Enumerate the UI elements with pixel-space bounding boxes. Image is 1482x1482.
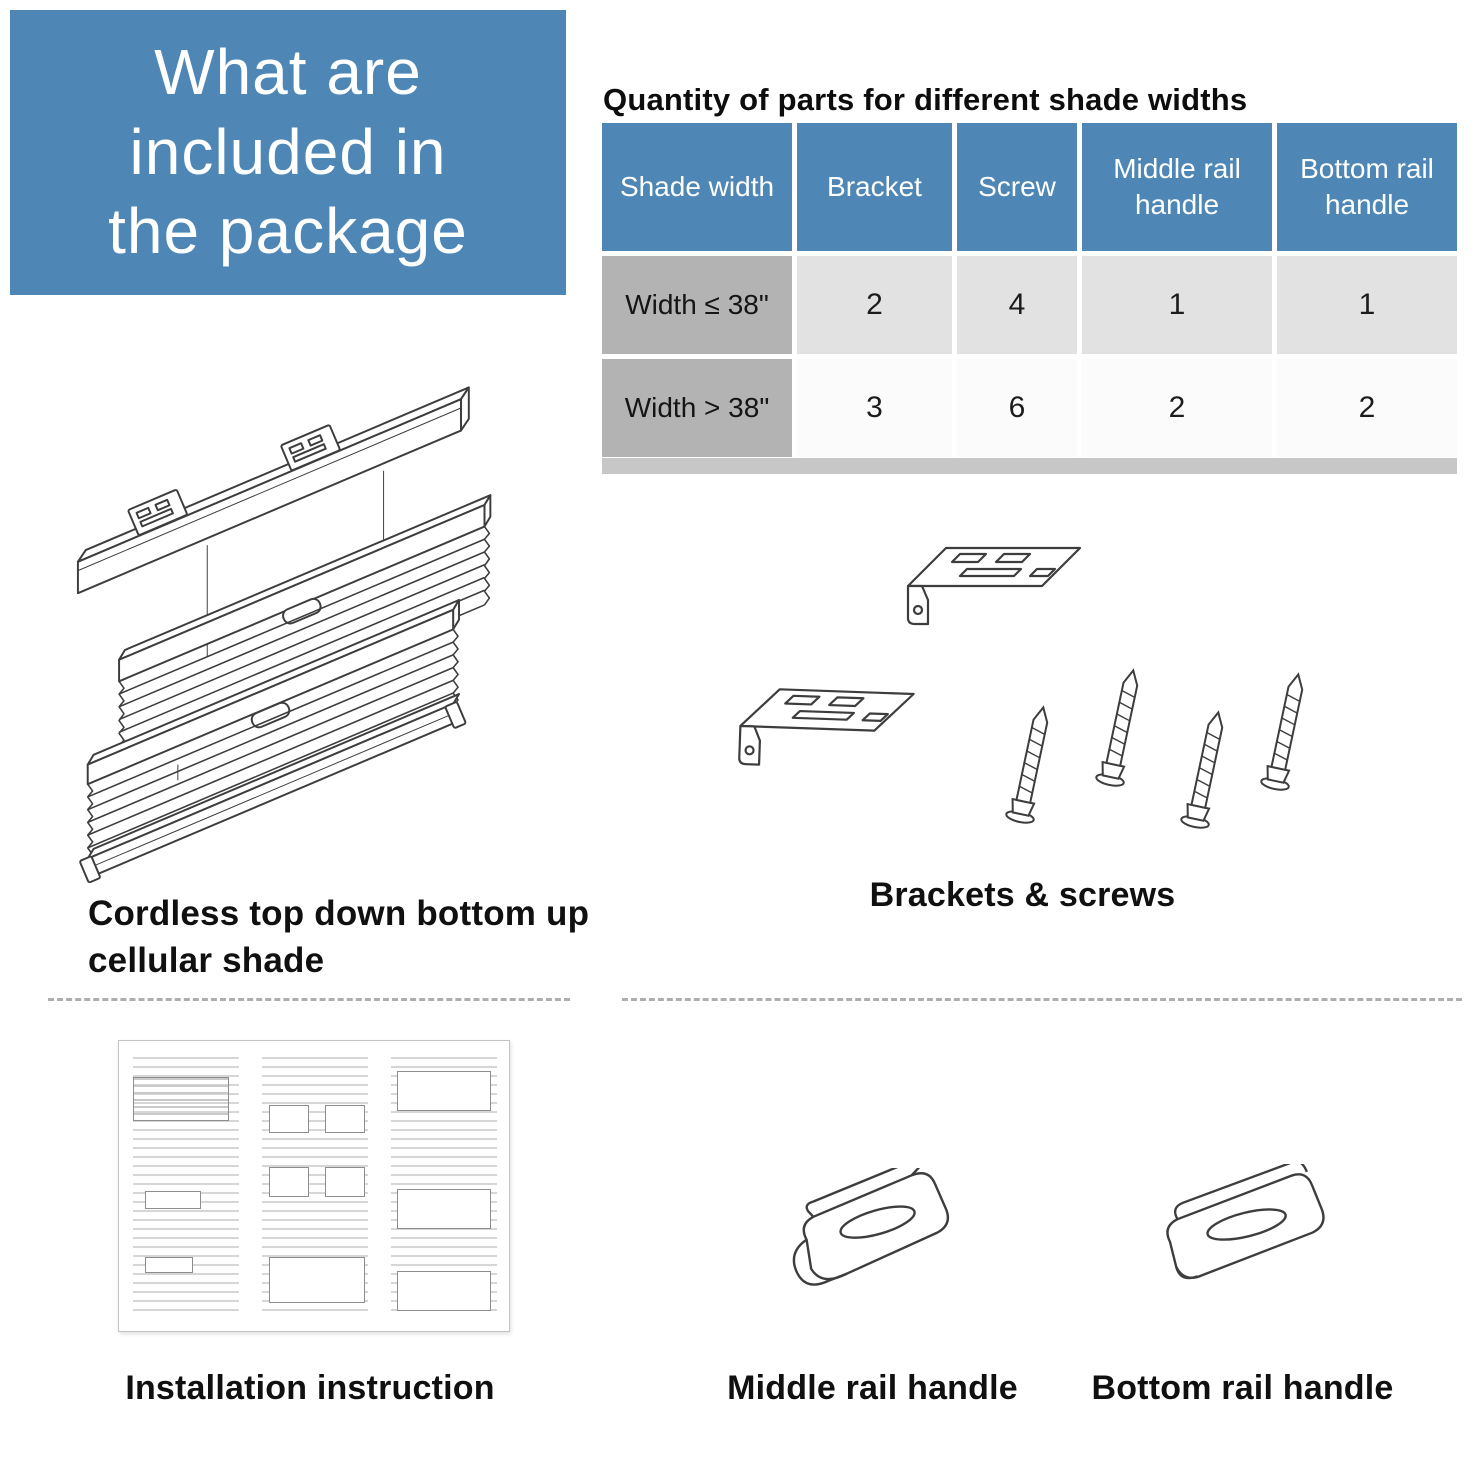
cell-value: 2 <box>797 256 952 354</box>
bottom-rail-handle-diagram <box>1166 1164 1325 1280</box>
cell-value: 2 <box>1082 359 1272 457</box>
table-header-row: Shade width Bracket Screw Middle rail ha… <box>602 123 1457 251</box>
instruction-sheet <box>118 1040 510 1332</box>
shade-diagram <box>76 386 492 884</box>
page-title-line2: included in <box>129 115 447 188</box>
col-header-middle-rail-handle: Middle rail handle <box>1082 123 1272 251</box>
cell-value: 1 <box>1082 256 1272 354</box>
col-header-shade-width: Shade width <box>602 123 792 251</box>
middle-handle-caption: Middle rail handle <box>727 1369 1018 1407</box>
shade-caption: Cordless top down bottom up cellular sha… <box>88 894 590 981</box>
table-row: Width ≤ 38" 2 4 1 1 <box>602 256 1457 354</box>
screw-icon <box>1094 666 1148 789</box>
middle-rail-handle-diagram <box>792 1168 950 1286</box>
row-label: Width ≤ 38" <box>602 256 792 354</box>
page-title-line3: the package <box>108 195 468 268</box>
bottom-handle-caption: Bottom rail handle <box>1091 1369 1394 1407</box>
screw-icon <box>1004 703 1058 826</box>
cell-value: 4 <box>957 256 1077 354</box>
brackets-caption: Brackets & screws <box>869 876 1176 914</box>
parts-table: Shade width Bracket Screw Middle rail ha… <box>597 118 1462 462</box>
row-label: Width > 38" <box>602 359 792 457</box>
screw-icon <box>1259 670 1313 793</box>
instruction-caption: Installation instruction <box>125 1369 495 1407</box>
col-header-bottom-rail-handle: Bottom rail handle <box>1277 123 1457 251</box>
header-banner: What are included in the package <box>10 10 566 295</box>
cell-value: 6 <box>957 359 1077 457</box>
bracket-on-rail <box>127 489 188 536</box>
bracket-icon <box>906 546 1082 626</box>
divider-left <box>48 998 570 1001</box>
table-title: Quantity of parts for different shade wi… <box>603 82 1248 117</box>
bracket-on-rail <box>280 424 341 472</box>
col-header-bracket: Bracket <box>797 123 952 251</box>
brackets-screws-diagram <box>737 546 1313 831</box>
divider-right <box>622 998 1462 1001</box>
cell-value: 2 <box>1277 359 1457 457</box>
cell-value: 3 <box>797 359 952 457</box>
table-bottom-strip <box>602 458 1457 474</box>
page-title: What are included in the package <box>108 33 468 271</box>
cell-value: 1 <box>1277 256 1457 354</box>
screw-icon <box>1179 708 1233 831</box>
col-header-screw: Screw <box>957 123 1077 251</box>
bracket-icon <box>737 686 915 772</box>
table-row: Width > 38" 3 6 2 2 <box>602 359 1457 457</box>
page-title-line1: What are <box>154 36 422 109</box>
